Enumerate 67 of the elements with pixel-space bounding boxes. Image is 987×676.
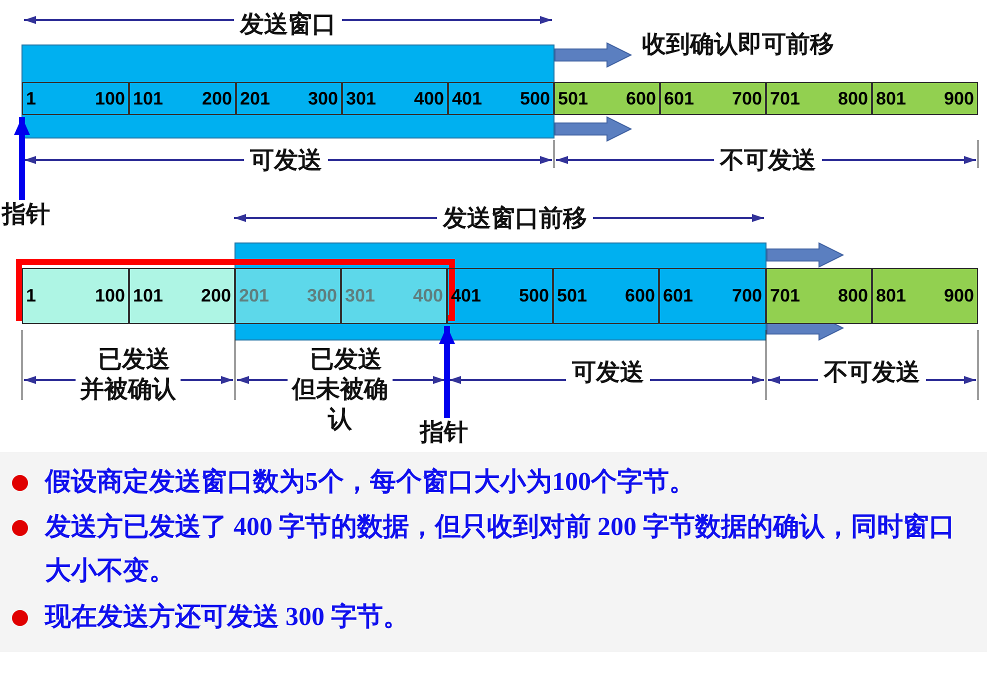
range-start: 401 [452,88,482,109]
range-start: 1 [26,286,36,306]
pointer-arrow [14,117,30,200]
pointer-label: 指针 [420,420,478,446]
range-start: 501 [558,88,588,109]
range-start: 501 [557,286,588,306]
byte-range-cell [766,268,872,324]
range-end: 100 [94,286,125,306]
range-end: 300 [306,286,337,306]
byte-range-cell [554,82,660,115]
range-start: 1 [26,88,36,109]
range-start: 201 [240,88,270,109]
range-start: 101 [133,286,164,306]
range-start: 701 [770,286,800,306]
byte-range-cell [341,268,447,324]
dimension-label: 可发送 [244,148,328,174]
pointer-label: 指针 [2,202,58,228]
range-end: 200 [200,286,231,306]
range-start: 801 [876,286,906,306]
range-end: 200 [202,88,232,109]
byte-range-cell [660,82,766,115]
range-end: 400 [412,286,443,306]
note-text: 假设商定发送窗口数为5个，每个窗口大小为100个字节。 [45,466,696,498]
range-end: 700 [732,286,762,306]
byte-range-cell [235,268,341,324]
byte-range-cell [659,268,766,324]
range-end: 400 [414,88,444,109]
range-end: 300 [308,88,338,109]
byte-range-cell [342,82,448,115]
range-start: 201 [239,286,270,306]
byte-range-cell [22,268,129,324]
range-start: 301 [345,286,376,306]
dimension-label: 可发送 [566,360,650,386]
dimension-label: 不可发送 [818,360,926,386]
dimension-label: 发送窗口 [234,12,342,38]
range-end: 900 [944,88,974,109]
range-end: 800 [838,88,868,109]
range-end: 700 [732,88,762,109]
range-end: 600 [626,88,656,109]
range-end: 600 [624,286,655,306]
range-end: 900 [944,286,974,306]
range-start: 601 [663,286,694,306]
dimension-label: 发送窗口前移 [437,206,593,232]
byte-range-cell [766,82,872,115]
range-end: 500 [518,286,549,306]
dimension-label: 不可发送 [714,148,822,174]
pointer-arrow [439,326,455,418]
byte-range-cell [447,268,553,324]
byte-range-cell [129,82,236,115]
byte-range-cell [129,268,235,324]
byte-range-cell [872,268,978,324]
range-end: 800 [838,286,868,306]
byte-range-cell [236,82,342,115]
range-start: 101 [133,88,164,109]
byte-range-cell [448,82,554,115]
shift-note: 收到确认即可前移 [641,32,835,58]
range-end: 500 [520,88,550,109]
range-start: 301 [346,88,376,109]
range-end: 100 [94,88,125,109]
note-text: 现在发送方还可发送 300 字节。 [45,601,410,633]
note-text: 发送方已发送了 400 字节的数据，但只收到对前 200 字节数据的确认，同时窗口大小不变。 [45,511,956,587]
byte-range-cell [872,82,978,115]
range-start: 701 [770,88,800,109]
range-start: 601 [664,88,694,109]
range-start: 801 [876,88,906,109]
byte-range-cell [553,268,659,324]
byte-range-cell [22,82,129,115]
